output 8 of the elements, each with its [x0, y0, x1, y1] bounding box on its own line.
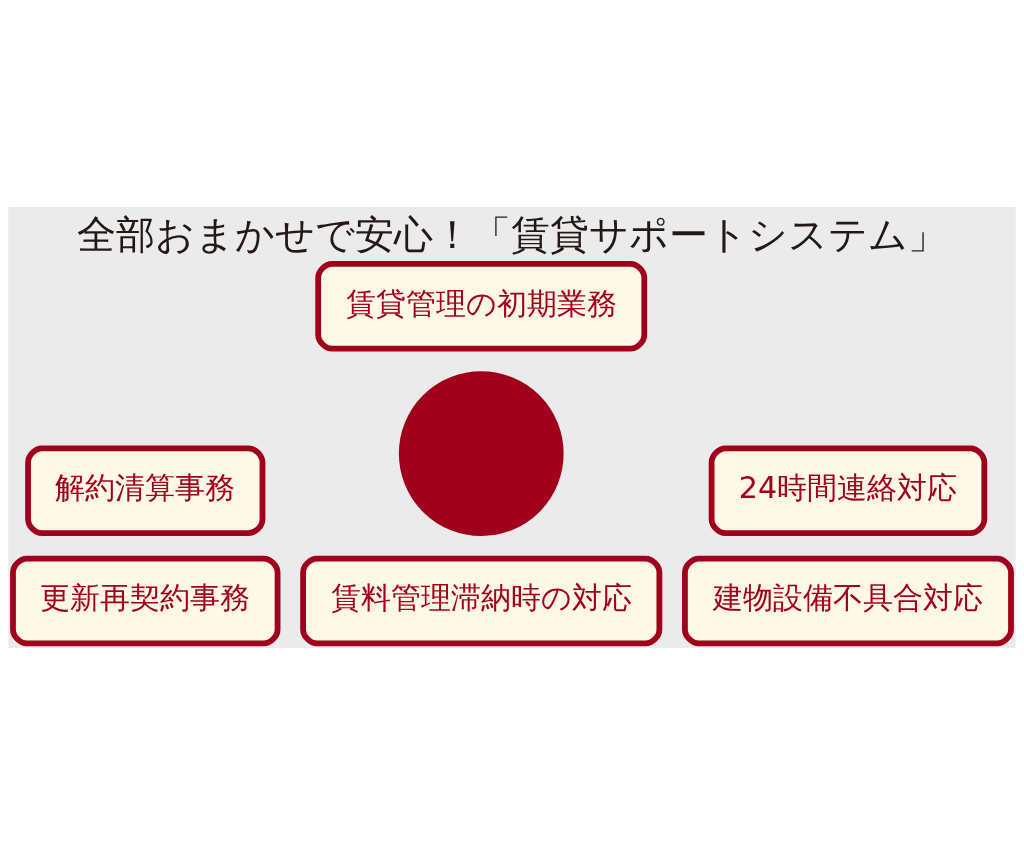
node-circle	[398, 371, 564, 536]
node-box: 建物設備不具合対応	[682, 555, 1014, 647]
node-box: 更新再契約事務	[10, 555, 281, 647]
diagram-title: 全部おまかせで安心！「賃貸サポートシステム」	[77, 210, 947, 257]
node-box: 賃貸管理の初期業務	[315, 260, 648, 352]
node-box: 賃料管理滞納時の対応	[300, 555, 663, 647]
node-box: 24時間連絡対応	[708, 445, 988, 536]
node-box: 解約清算事務	[25, 445, 266, 536]
